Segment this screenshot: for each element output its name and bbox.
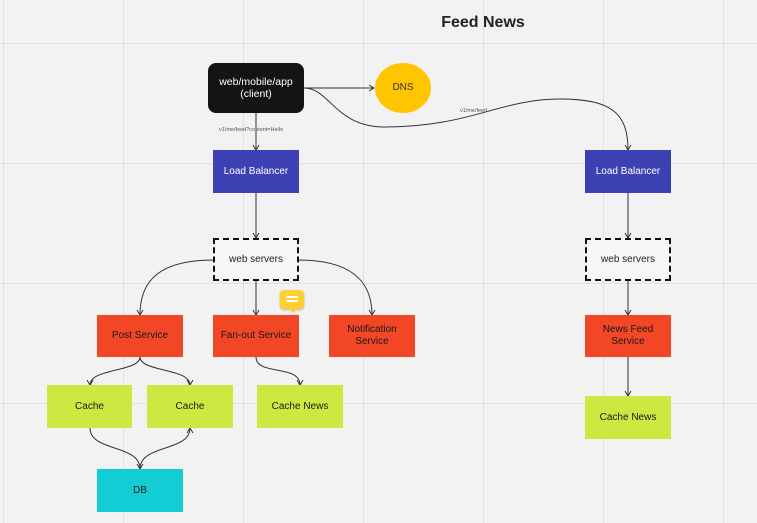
edge-db-cache2 [139, 427, 194, 470]
news-feed-service-node[interactable]: News Feed Service [585, 315, 671, 357]
client-node[interactable]: web/mobile/app (client) [208, 63, 304, 113]
edge-web-notification [297, 259, 376, 316]
edge-label-get-request: v1/me/feed [460, 108, 488, 114]
edge-post-cache2 [139, 356, 194, 386]
edge-label-post-request: v1/me/feed?content=Hello [219, 127, 284, 133]
edge-client-lb-right [303, 87, 632, 151]
board-title: Feed News [441, 14, 525, 31]
cache-news-right-node[interactable]: Cache News [585, 396, 671, 439]
web-servers-right-node[interactable]: web servers [585, 238, 671, 281]
comment-icon[interactable] [280, 290, 304, 313]
cache-node-1[interactable]: Cache [47, 385, 132, 428]
db-node[interactable]: DB [97, 469, 183, 512]
notification-service-node[interactable]: Notification Service [329, 315, 415, 357]
load-balancer-left-node[interactable]: Load Balancer [213, 150, 299, 193]
load-balancer-right-node[interactable]: Load Balancer [585, 150, 671, 193]
edge-cache1-db [89, 427, 144, 470]
edge-fanout-cachenews [255, 356, 304, 386]
cache-news-left-node[interactable]: Cache News [257, 385, 343, 428]
cache-node-2[interactable]: Cache [147, 385, 233, 428]
edge-post-cache1 [86, 356, 141, 386]
fanout-service-node[interactable]: Fan-out Service [213, 315, 299, 357]
edge-web-post [136, 259, 215, 316]
post-service-node[interactable]: Post Service [97, 315, 183, 357]
web-servers-left-node[interactable]: web servers [213, 238, 299, 281]
dns-node[interactable]: DNS [375, 63, 431, 113]
